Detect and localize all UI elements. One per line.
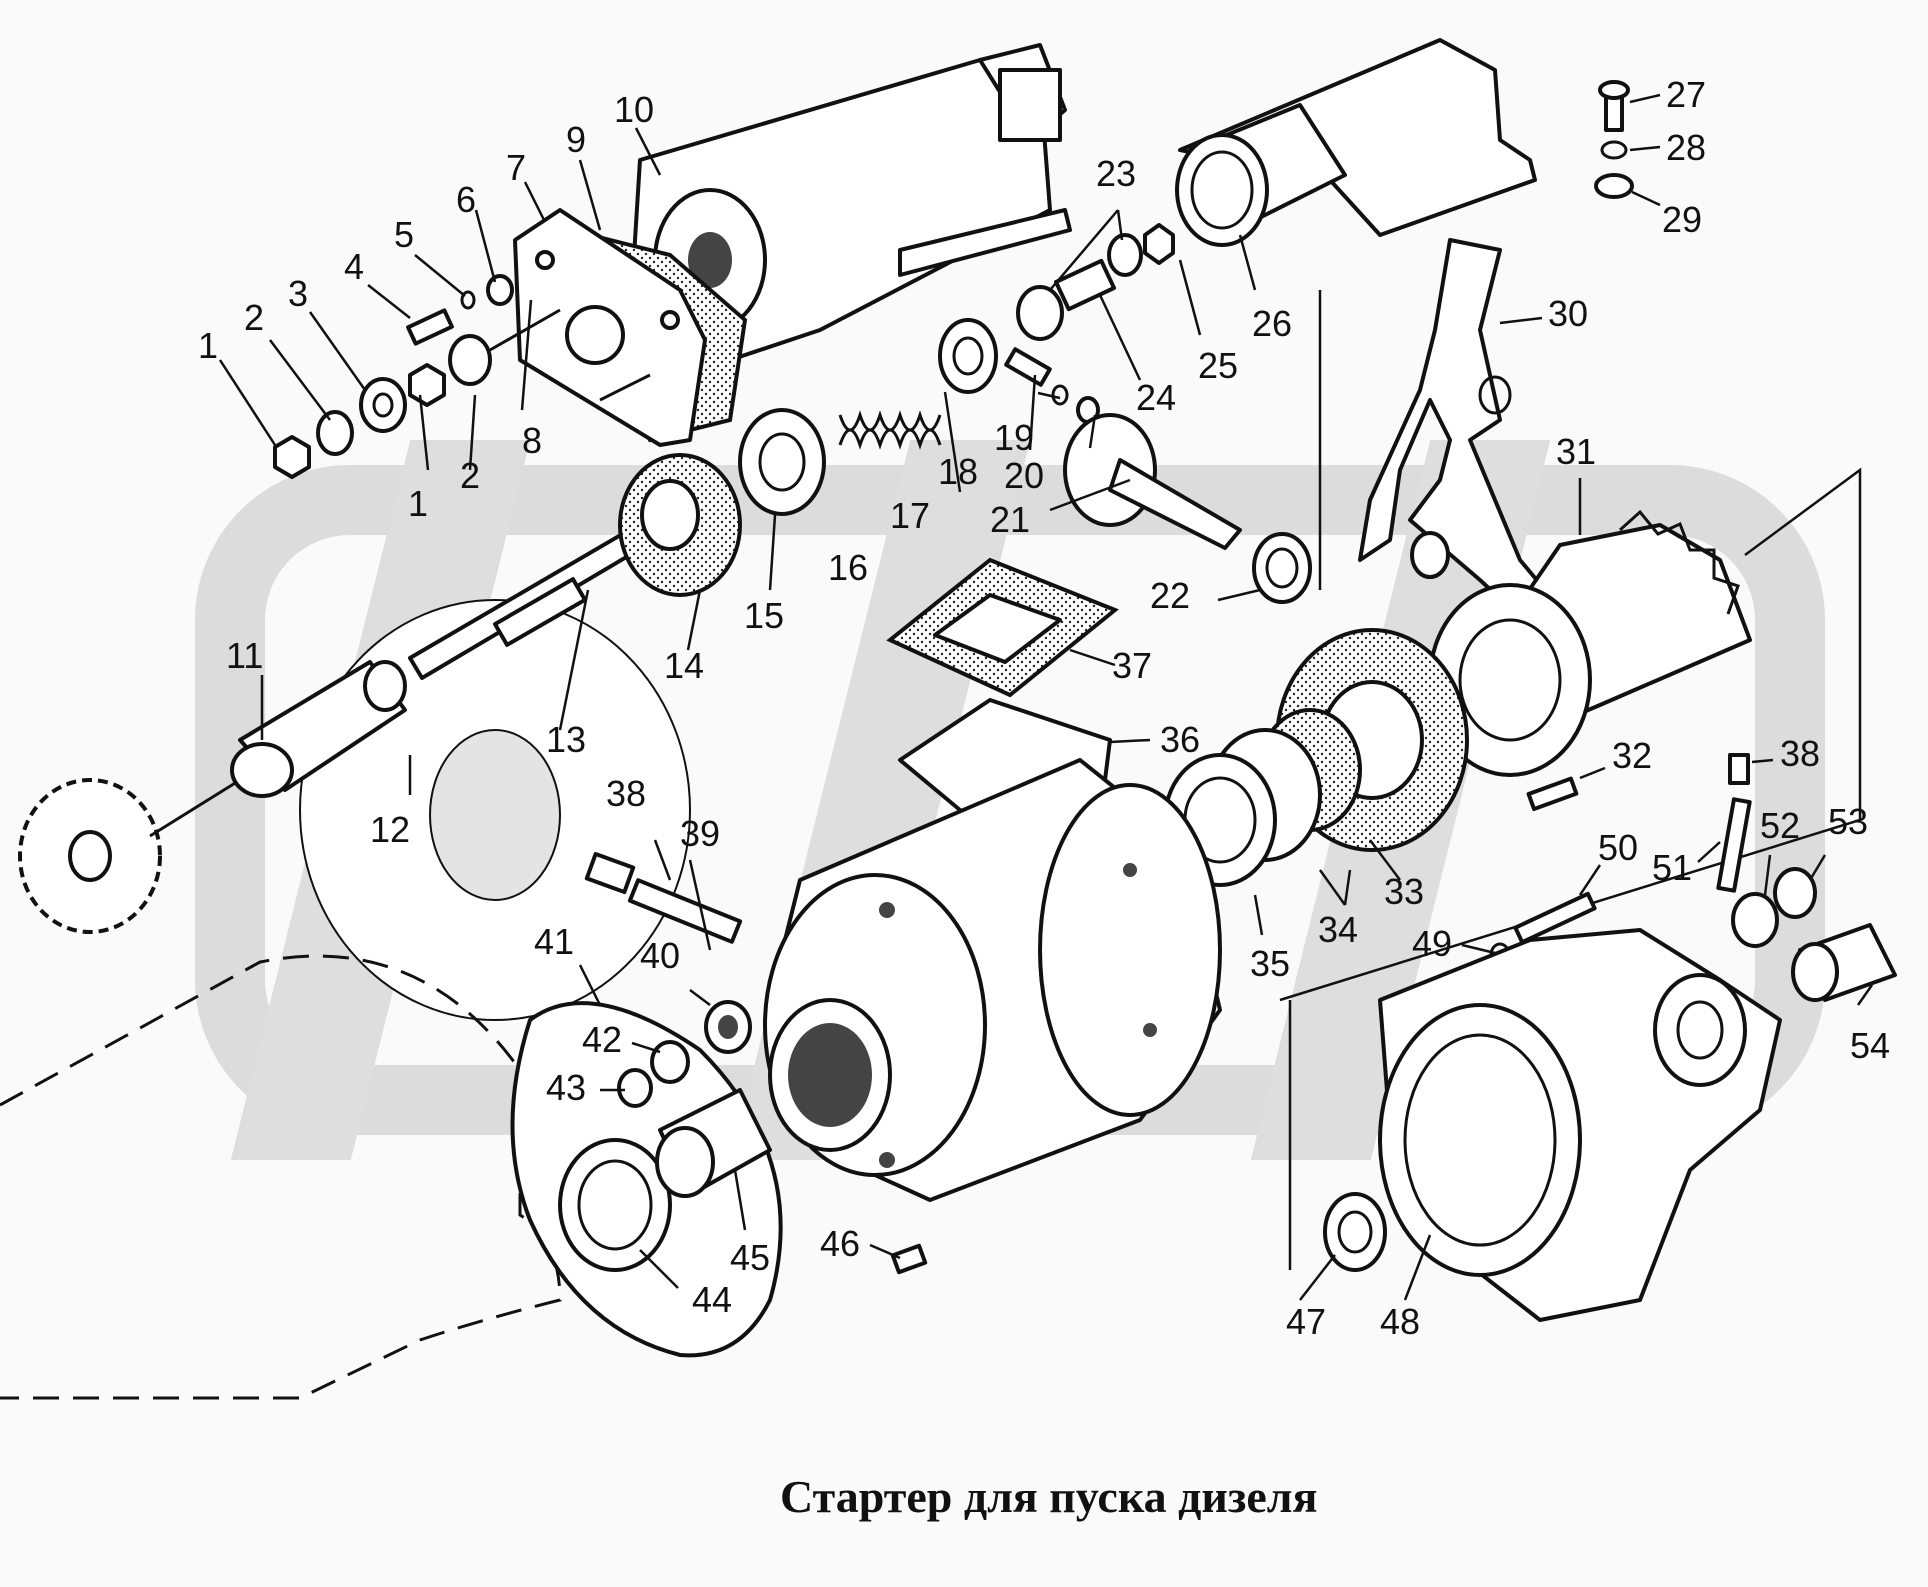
callout-36: 36 (1160, 719, 1200, 760)
part-13-shaft (408, 510, 674, 680)
callout-10: 10 (614, 89, 654, 130)
callout-21: 21 (990, 499, 1030, 540)
callout-46: 46 (820, 1223, 860, 1264)
callout-32: 32 (1612, 735, 1652, 776)
callout-7: 7 (506, 147, 526, 188)
callout-33: 33 (1384, 871, 1424, 912)
callout-8: 8 (522, 420, 542, 461)
callout-29: 29 (1662, 199, 1702, 240)
callout-1b: 1 (408, 483, 428, 524)
flywheel-disc (18, 778, 241, 934)
callout-39: 39 (680, 813, 720, 854)
part-15-ring (738, 408, 826, 516)
callout-38b: 38 (1780, 733, 1820, 774)
part-31-gear-unit (1428, 509, 1752, 777)
callout-12: 12 (370, 809, 410, 850)
callout-42: 42 (582, 1019, 622, 1060)
callout-54: 54 (1850, 1025, 1890, 1066)
callout-11: 11 (226, 635, 263, 676)
callout-28: 28 (1666, 127, 1706, 168)
callout-40: 40 (640, 935, 680, 976)
callout-25: 25 (1198, 345, 1238, 386)
callout-4: 4 (344, 246, 364, 287)
part-22-seal (1252, 532, 1312, 604)
callout-20: 20 (1004, 455, 1044, 496)
part-32-bolt (1526, 776, 1579, 812)
callout-3: 3 (288, 273, 308, 314)
callout-45: 45 (730, 1237, 770, 1278)
callout-38a: 38 (606, 773, 646, 814)
parts-18-20 (1004, 347, 1100, 424)
part-22-seal-hole (1265, 547, 1299, 589)
diagram-title: Стартер для пуска дизеля (780, 1471, 1318, 1522)
callout-1a: 1 (198, 325, 218, 366)
parts-51-54 (1716, 753, 1897, 1002)
callout-17: 17 (890, 495, 930, 536)
part-47-seal (1323, 1192, 1387, 1272)
parts-38-40 (584, 851, 752, 1054)
part-17-washer-hole (952, 336, 984, 376)
part-17-washer (938, 318, 998, 394)
fasteners-27-29 (1594, 80, 1634, 199)
callout-9: 9 (566, 119, 586, 160)
callout-18: 18 (938, 451, 978, 492)
callout-26: 26 (1252, 303, 1292, 344)
callout-47: 47 (1286, 1301, 1326, 1342)
callout-16: 16 (828, 547, 868, 588)
part-41-cover (510, 1001, 783, 1358)
callout-35: 35 (1250, 943, 1290, 984)
part-26-bracket (1175, 38, 1537, 247)
callout-53: 53 (1828, 801, 1868, 842)
part-48-end-housing (1378, 928, 1782, 1322)
fasteners-1-6 (273, 274, 514, 479)
part-16-spring (838, 410, 942, 450)
callout-52: 52 (1760, 805, 1800, 846)
callout-24: 24 (1136, 377, 1176, 418)
callout-19: 19 (994, 417, 1034, 458)
callout-41: 41 (534, 921, 574, 962)
callout-2a: 2 (244, 297, 264, 338)
callout-44: 44 (692, 1279, 732, 1320)
callout-48: 48 (1380, 1301, 1420, 1342)
callout-30: 30 (1548, 293, 1588, 334)
callout-43: 43 (546, 1067, 586, 1108)
callout-51: 51 (1652, 847, 1692, 888)
callout-37: 37 (1112, 645, 1152, 686)
part-7-terminal-plate (489, 208, 707, 447)
parts-23-25 (1016, 223, 1175, 341)
callout-15: 15 (744, 595, 784, 636)
part-37-gasket (886, 557, 1119, 698)
callout-50: 50 (1598, 827, 1638, 868)
callout-5: 5 (394, 214, 414, 255)
callout-labels: 1 1 2 2 3 4 5 6 7 8 9 10 11 12 13 14 15 … (198, 74, 1890, 1342)
callout-27: 27 (1666, 74, 1706, 115)
callout-23: 23 (1096, 153, 1136, 194)
part-46-pin (890, 1243, 928, 1275)
part-36-housing (763, 698, 1222, 1202)
part-14-gear (618, 453, 742, 597)
callout-6: 6 (456, 179, 476, 220)
callout-31: 31 (1556, 431, 1596, 472)
callout-34: 34 (1318, 909, 1358, 950)
callout-49: 49 (1412, 923, 1452, 964)
callout-13: 13 (546, 719, 586, 760)
part-11-bush (230, 660, 407, 798)
part-47-seal-hole (1337, 1210, 1373, 1254)
leader-lines (218, 93, 1874, 1301)
callout-14: 14 (664, 645, 704, 686)
part-21-shaft (1063, 413, 1242, 550)
callout-2b: 2 (460, 455, 480, 496)
callout-22: 22 (1150, 575, 1190, 616)
